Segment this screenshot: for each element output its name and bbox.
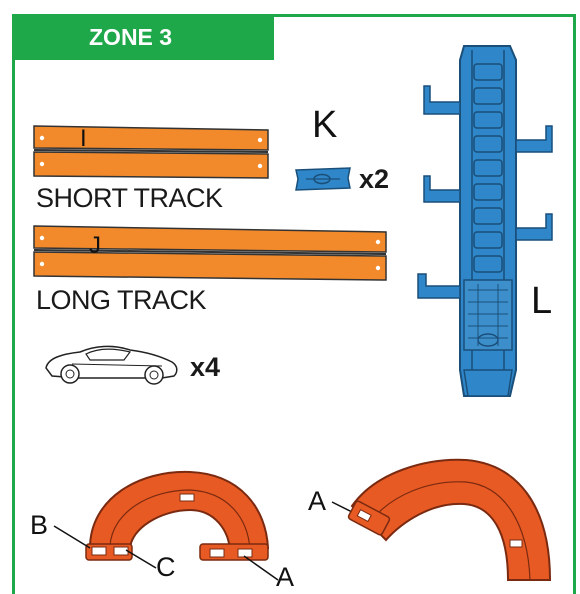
short-track-label: SHORT TRACK bbox=[36, 183, 223, 213]
connector-letter: K bbox=[312, 104, 338, 146]
curve-right-callout-a: A bbox=[308, 486, 327, 516]
car-qty: x4 bbox=[190, 352, 221, 382]
curve-track-right-illustration bbox=[347, 458, 552, 581]
zone-frame bbox=[12, 14, 576, 594]
curve-left-callout-a: A bbox=[276, 562, 295, 592]
connector-illustration bbox=[295, 167, 351, 191]
car-illustration bbox=[45, 345, 178, 385]
curve-left-callout-c: C bbox=[156, 552, 176, 582]
tower-letter: L bbox=[531, 280, 553, 322]
curve-track-left-illustration bbox=[85, 470, 270, 561]
tower-illustration bbox=[417, 45, 553, 397]
short-track-letter: I bbox=[80, 125, 87, 152]
long-track-label: LONG TRACK bbox=[36, 285, 207, 315]
curve-left-callout-b: B bbox=[30, 510, 49, 540]
short-track-illustration bbox=[33, 125, 269, 179]
connector-qty: x2 bbox=[359, 164, 390, 194]
zone-title: ZONE 3 bbox=[12, 14, 274, 60]
long-track-illustration bbox=[33, 225, 387, 281]
long-track-letter: J bbox=[89, 232, 101, 259]
